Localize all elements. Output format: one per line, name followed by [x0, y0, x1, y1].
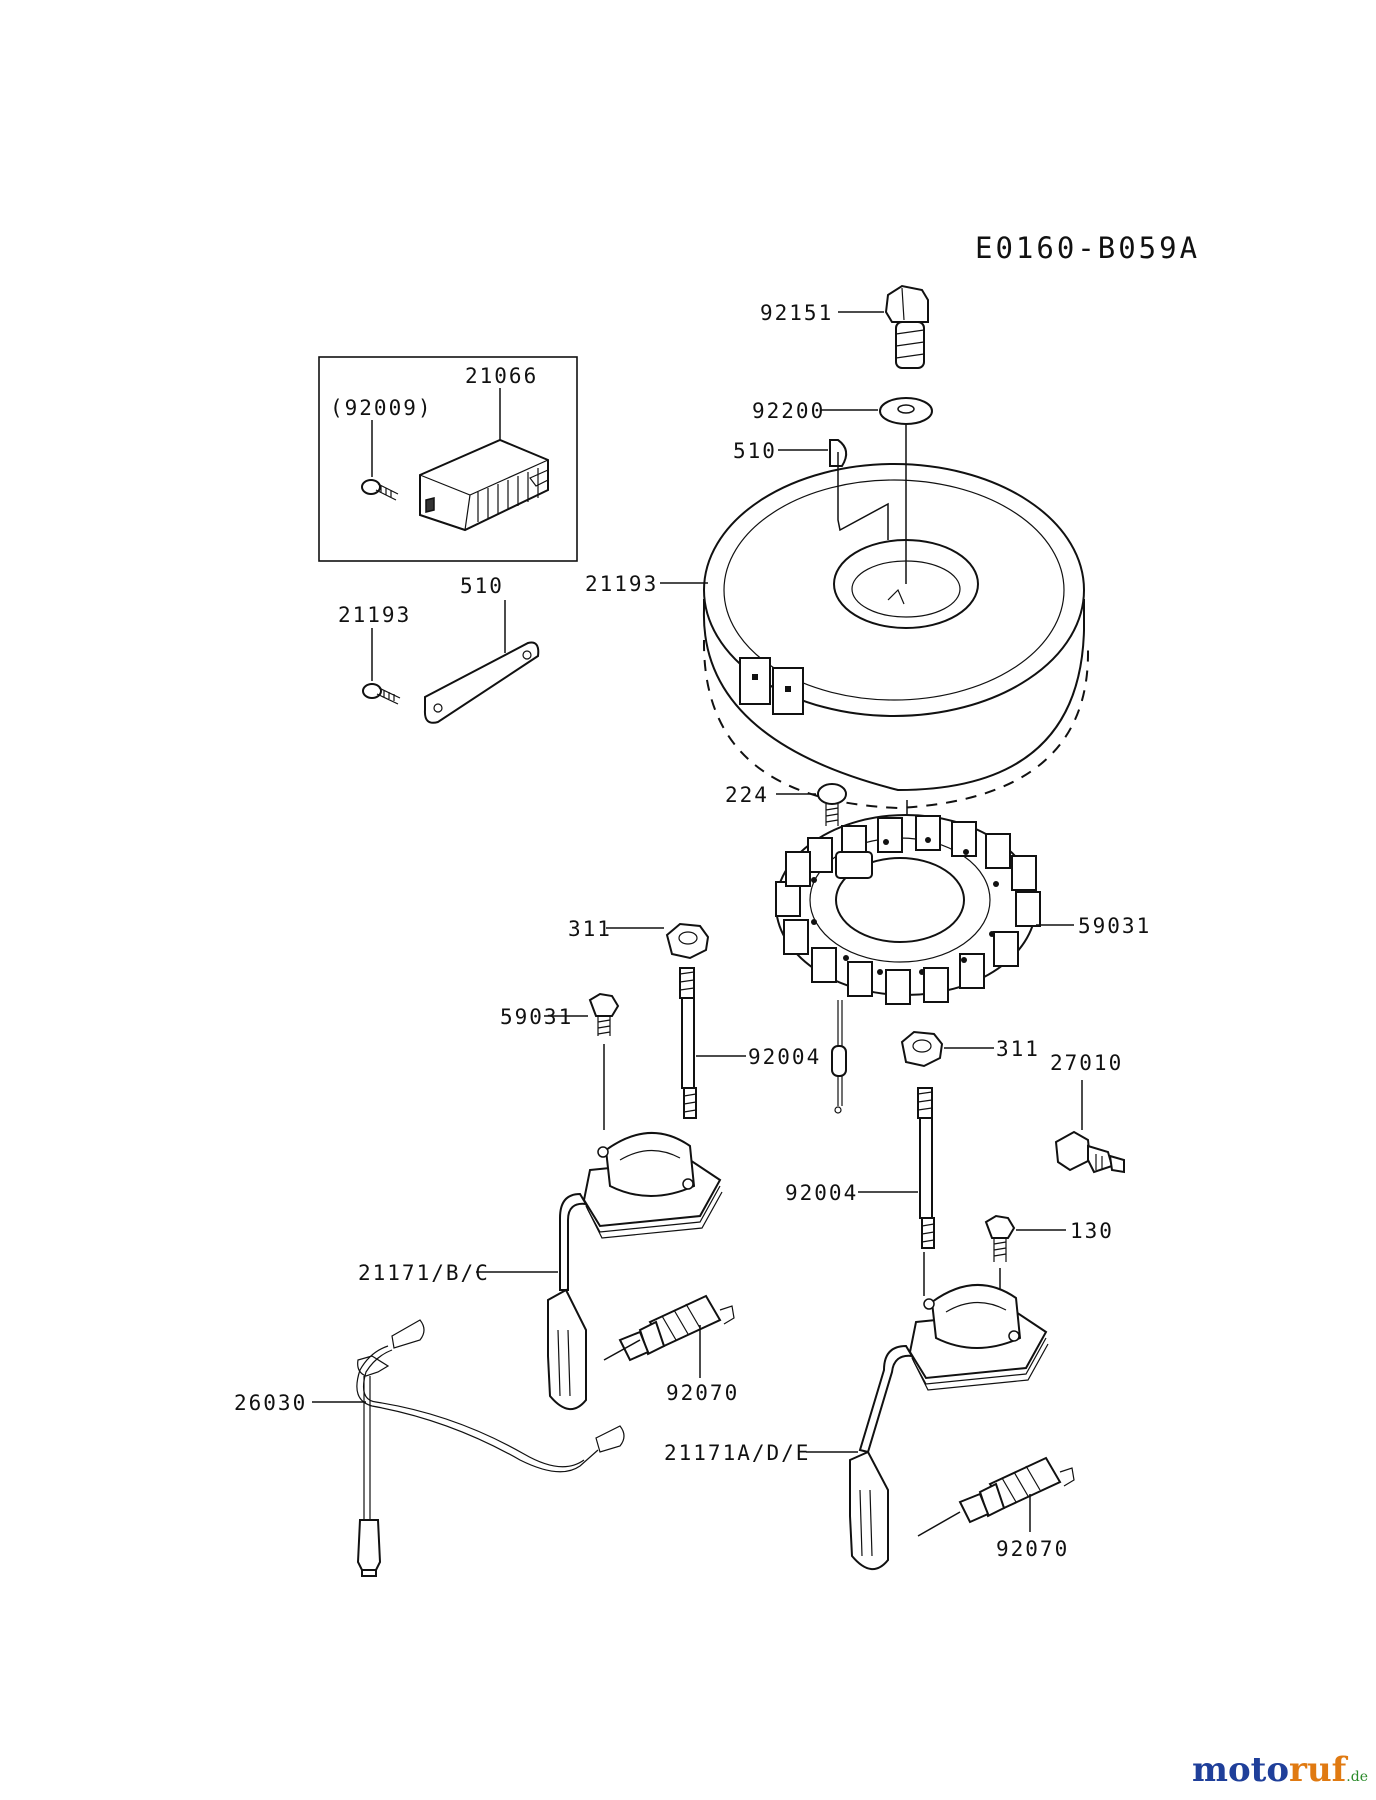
screw-92009-regulator [361, 479, 399, 501]
watermark-text-a: moto [1191, 1750, 1290, 1790]
screw-92009 [362, 683, 401, 705]
washer-92200 [879, 397, 933, 425]
callout-92070b: 92070 [996, 1537, 1069, 1561]
diagram-code: E0160-B059A [975, 231, 1200, 265]
callout-21193: 21193 [585, 572, 658, 596]
nut-311-upper [665, 922, 710, 960]
callout-311b: 311 [996, 1037, 1040, 1061]
bolt-130-upper [588, 992, 620, 1036]
watermark-logo: motoruf.de [1192, 1750, 1368, 1790]
ignition-coil-lower [849, 1284, 1049, 1570]
stator-wire [831, 1000, 847, 1114]
screw-224 [817, 783, 847, 826]
plate-92066 [423, 641, 540, 724]
callout-130b: 130 [1070, 1219, 1114, 1243]
regulator-box [318, 356, 578, 562]
wire-harness-26030 [356, 1319, 625, 1577]
spark-plug-upper [618, 1294, 735, 1362]
callout-311a: 311 [568, 917, 612, 941]
callout-92004a: 92004 [748, 1045, 821, 1069]
stud-92004-lower [917, 1087, 935, 1249]
callout-92151: 92151 [760, 301, 833, 325]
callout-27010: 27010 [1050, 1051, 1123, 1075]
callout-92004b: 92004 [785, 1181, 858, 1205]
callout-21066: 21066 [465, 364, 538, 388]
callout-224: 224 [725, 783, 769, 807]
oil-sensor-27010 [1054, 1130, 1125, 1174]
flywheel-21193 [702, 463, 1090, 810]
callout-92070a: 92070 [666, 1381, 739, 1405]
stud-92004-upper [679, 967, 697, 1119]
callout-26030: 26030 [234, 1391, 307, 1415]
ignition-coil-upper [547, 1132, 723, 1410]
callout-92009a: (92009) [330, 396, 433, 420]
spark-plug-lower [958, 1456, 1075, 1524]
callout-59031: 59031 [1078, 914, 1151, 938]
leader-510-path [837, 452, 889, 540]
watermark-text-b: ruf [1289, 1750, 1347, 1790]
bolt-92151 [884, 284, 929, 369]
watermark-suffix: .de [1346, 1769, 1368, 1785]
callout-92009: 21193 [338, 603, 411, 627]
bolt-130-lower [984, 1214, 1016, 1262]
leader-plug-lower-tip [917, 1511, 961, 1537]
callout-510: 510 [733, 439, 777, 463]
nut-311-lower [900, 1030, 944, 1068]
regulator-21066 [419, 438, 549, 532]
stator-59031 [775, 814, 1041, 1005]
leader-plug-upper-tip [603, 1339, 641, 1361]
callout-92066: 510 [460, 574, 504, 598]
callout-92200: 92200 [752, 399, 825, 423]
callout-21171ade: 21171A/D/E [664, 1441, 810, 1465]
callout-21171bc: 21171/B/C [358, 1261, 490, 1285]
callout-130a: 59031 [500, 1005, 573, 1029]
